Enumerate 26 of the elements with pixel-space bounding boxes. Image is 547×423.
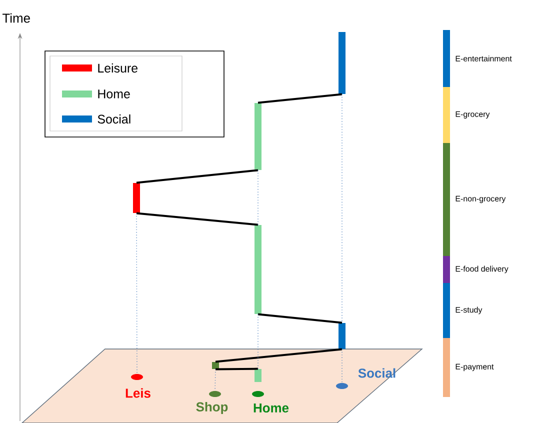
travel-path (136, 169, 258, 184)
location-point (209, 391, 221, 397)
activity-bar (133, 183, 140, 213)
activity-bar (338, 323, 346, 349)
location-label: Shop (196, 402, 228, 414)
legend-label: Leisure (98, 63, 138, 73)
location-label: Leis (126, 388, 150, 398)
travel-path (258, 313, 342, 324)
travel-path (136, 212, 258, 226)
activity-bar (254, 369, 262, 382)
activity-bar (254, 225, 262, 314)
travel-path (215, 348, 342, 363)
location-point (336, 383, 348, 389)
drop-line (136, 212, 138, 374)
axis-label: Time (2, 13, 30, 23)
legend-label: Home (98, 90, 130, 98)
travel-path (258, 93, 342, 104)
location-point (252, 391, 264, 397)
activity-bar (254, 103, 262, 170)
drop-line (214, 368, 216, 392)
travel-path (216, 368, 258, 370)
location-label: Home (254, 404, 289, 413)
location-point (131, 374, 143, 380)
location-label: Social (358, 368, 396, 378)
activity-bar (338, 32, 346, 94)
legend-label: Social (98, 114, 130, 124)
